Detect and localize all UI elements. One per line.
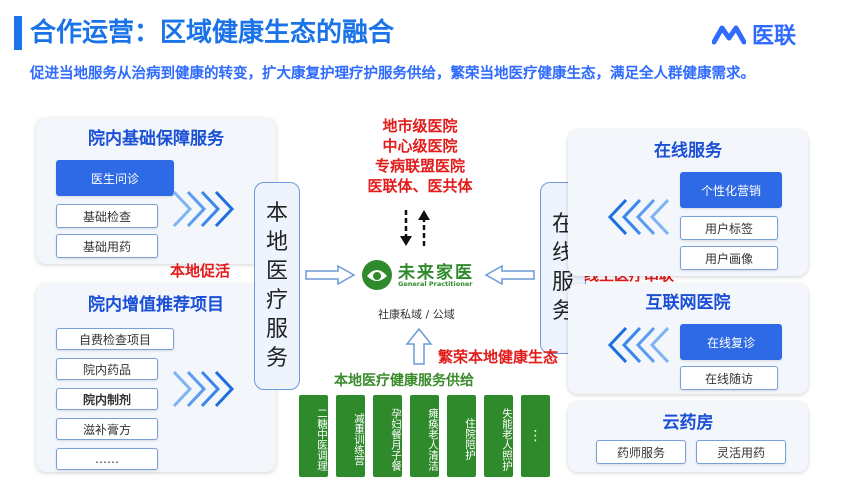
chevrons-left-icon xyxy=(607,326,670,364)
label-local-promote: 本地促活 xyxy=(170,262,231,280)
supply-col: 二糖中医调理 xyxy=(299,395,328,477)
hospital-list: 地市级医院 中心级医院 专病联盟医院 医联体、医共体 xyxy=(340,116,500,196)
panel-title: 互联网医院 xyxy=(645,293,731,313)
chip-tonic-paste: 滋补膏方 xyxy=(56,418,158,440)
panel-internet-hospital: 互联网医院 在线复诊 在线随访 xyxy=(568,284,808,394)
label-prosper: 繁荣本地健康生态 xyxy=(438,348,559,366)
hospital-item: 医联体、医共体 xyxy=(367,177,473,195)
supply-col: 失能老人照护 xyxy=(484,395,513,477)
hospital-item: 专病联盟医院 xyxy=(374,157,465,175)
panel-title: 院内增值推荐项目 xyxy=(88,295,224,315)
panel-value-added: 院内增值推荐项目 自费检查项目 院内药品 院内制剂 滋补膏方 …… xyxy=(36,284,276,472)
logo-en-text: General Practitioner xyxy=(398,280,473,288)
hospital-item: 地市级医院 xyxy=(382,117,458,135)
hospital-item: 中心级医院 xyxy=(382,137,458,155)
box-char: 服 xyxy=(265,317,288,342)
chip-basic-medicine: 基础用药 xyxy=(56,234,158,258)
supply-title: 本地医疗健康服务供给 xyxy=(334,373,474,389)
chip-flexible-medicine: 灵活用药 xyxy=(696,440,786,464)
chip-user-tags: 用户标签 xyxy=(680,216,778,240)
chip-hospital-preparation: 院内制剂 xyxy=(56,388,158,410)
box-char: 疗 xyxy=(265,288,288,313)
arrow-right-icon xyxy=(305,264,356,286)
arrow-left-icon xyxy=(484,264,535,286)
title-accent-bar xyxy=(14,16,22,50)
box-char: 本 xyxy=(265,201,288,226)
chip-self-pay-exam: 自费检查项目 xyxy=(56,328,174,350)
box-char: 务 xyxy=(265,346,288,371)
family-doctor-logo-icon xyxy=(362,260,392,290)
panel-title: 院内基础保障服务 xyxy=(88,129,224,149)
chip-online-revisit: 在线复诊 xyxy=(680,324,782,360)
brand-logo: 医联 xyxy=(712,18,796,50)
chevrons-right-icon xyxy=(172,190,235,228)
chip-more: …… xyxy=(56,448,158,470)
panel-title: 在线服务 xyxy=(654,141,722,161)
panel-title: 云药房 xyxy=(662,413,714,433)
chip-user-profile: 用户画像 xyxy=(680,246,778,270)
page-subtitle: 促进当地服务从治病到健康的转变，扩大康复护理疗护服务供给，繁荣当地医疗健康生态，… xyxy=(30,66,755,82)
panel-basic-services: 院内基础保障服务 医生问诊 基础检查 基础用药 xyxy=(36,118,276,264)
chip-pharmacist-service: 药师服务 xyxy=(596,440,686,464)
up-down-arrows-icon xyxy=(400,210,430,246)
chip-doctor-consult: 医生问诊 xyxy=(56,160,174,196)
chip-basic-exam: 基础检查 xyxy=(56,204,158,228)
box-local-medical-service: 本 地 医 疗 服 务 xyxy=(254,182,300,390)
supply-col: ⋮ xyxy=(521,395,550,477)
panel-online-services: 在线服务 个性化营销 用户标签 用户画像 xyxy=(568,130,808,276)
panel-cloud-pharmacy: 云药房 药师服务 灵活用药 xyxy=(568,402,808,472)
chevrons-right-icon xyxy=(172,370,235,408)
chip-hospital-drugs: 院内药品 xyxy=(56,358,158,380)
box-char: 医 xyxy=(265,259,288,284)
supply-col: 减重训练营 xyxy=(336,395,365,477)
supply-col: 瘫痪老人清洁 xyxy=(410,395,439,477)
page-title: 合作运营：区域健康生态的融合 xyxy=(30,18,395,48)
arrow-up-icon xyxy=(405,327,433,365)
supply-columns: 二糖中医调理 减重训练营 孕妇餐月子餐 瘫痪老人清洁 住院陪护 失能老人照护 ⋮ xyxy=(299,395,550,477)
brand-mark-icon xyxy=(712,25,746,45)
chip-personal-marketing: 个性化营销 xyxy=(680,172,782,208)
supply-col: 住院陪护 xyxy=(447,395,476,477)
logo-cn-text: 未来家医 xyxy=(398,263,474,283)
logo-subtext: 社康私域 / 公域 xyxy=(378,308,455,321)
chip-online-followup: 在线随访 xyxy=(680,366,778,390)
brand-name: 医联 xyxy=(752,24,797,49)
box-char: 地 xyxy=(265,230,288,255)
chevrons-left-icon xyxy=(607,198,670,236)
logo-future-family-doctor: 未来家医 General Practitioner xyxy=(360,258,484,292)
supply-col: 孕妇餐月子餐 xyxy=(373,395,402,477)
